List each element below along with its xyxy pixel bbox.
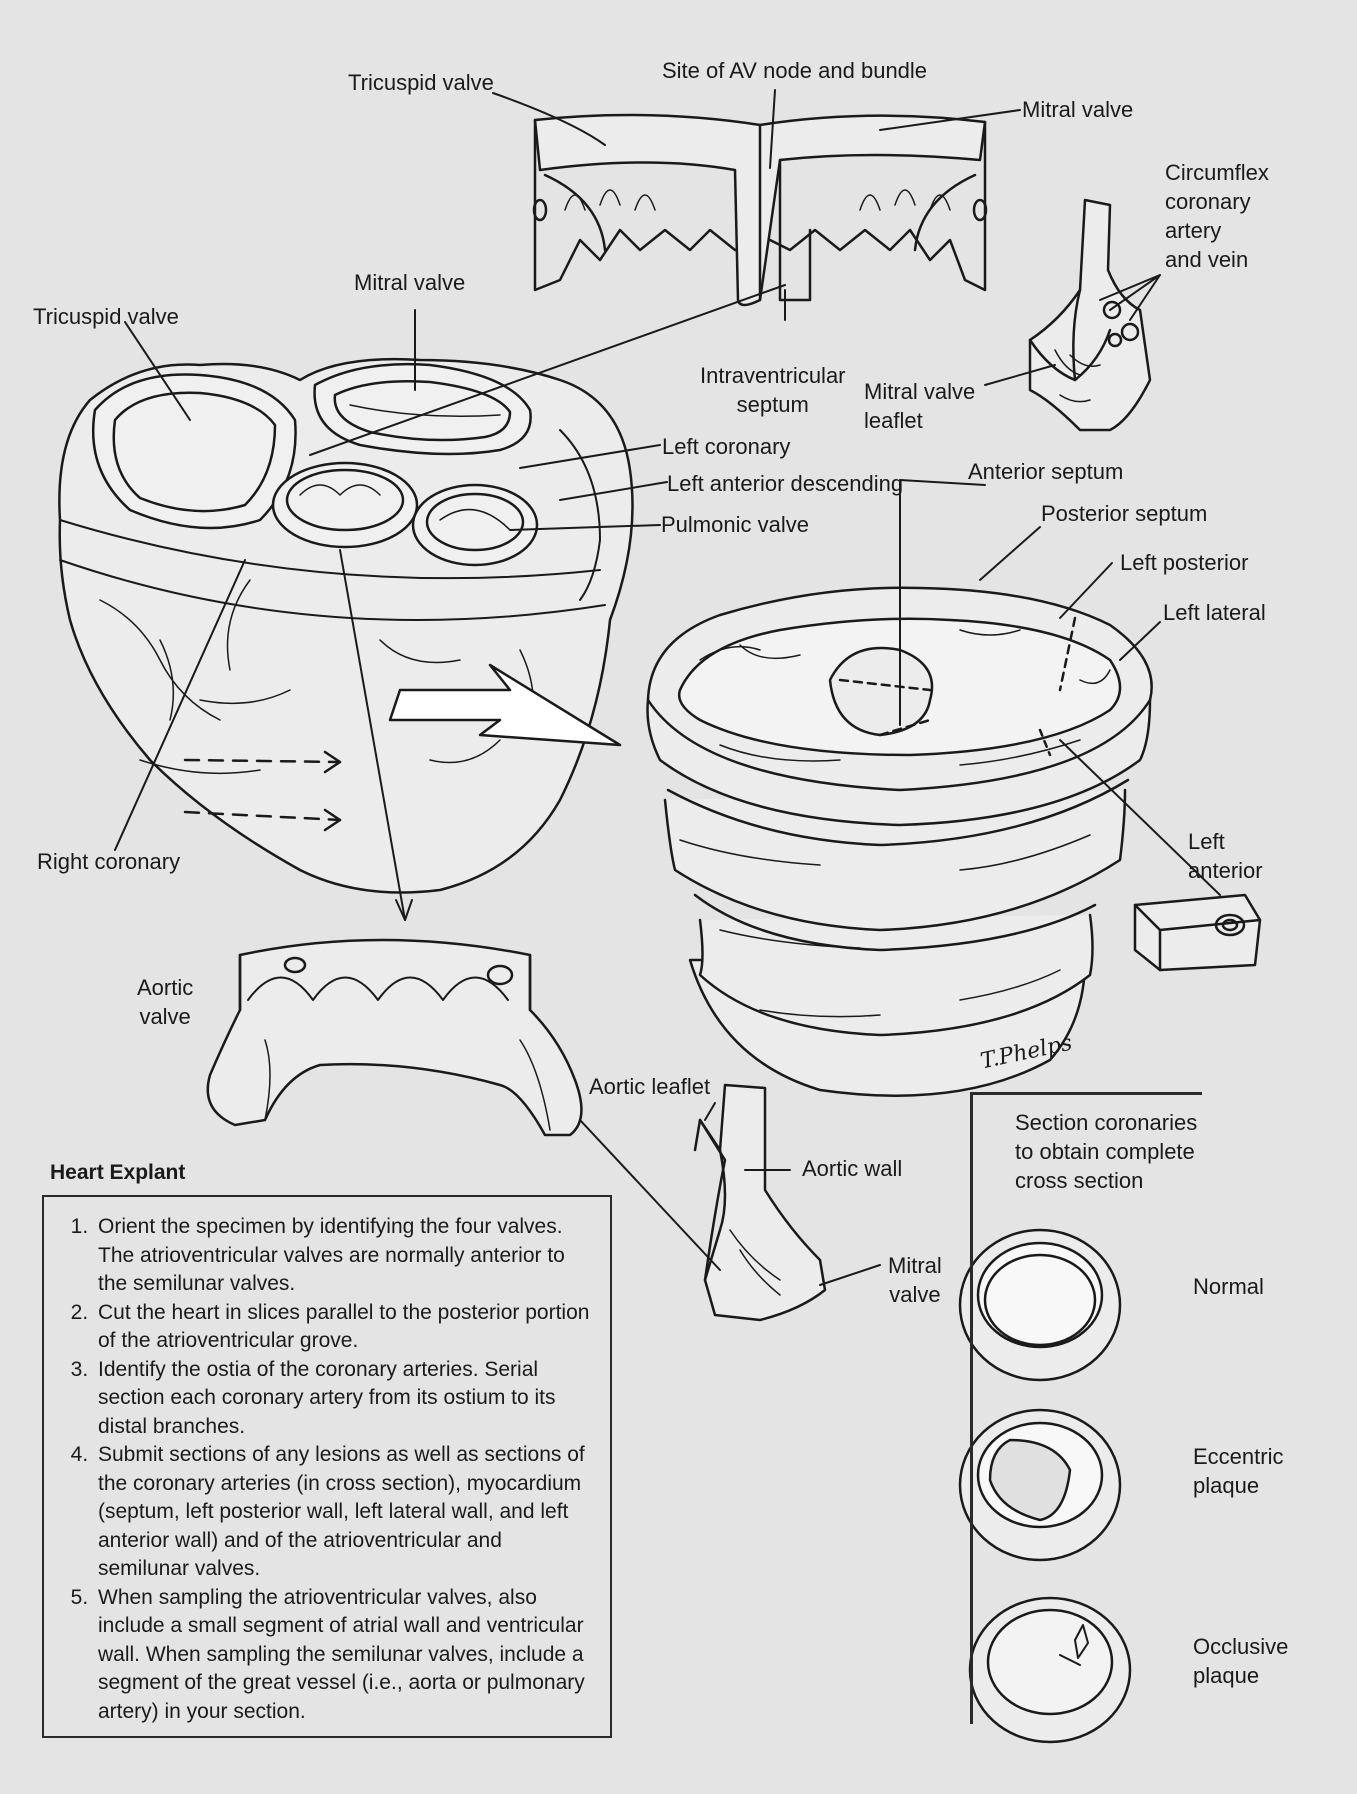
instruction-item: Identify the ostia of the coronary arter… <box>94 1356 594 1442</box>
whole-heart-illustration <box>58 357 634 894</box>
label-posterior-septum: Posterior septum <box>1041 501 1208 526</box>
av-valve-section-illustration <box>532 113 988 307</box>
label-aortic-leaflet: Aortic leaflet <box>589 1074 711 1099</box>
instructions-box: Orient the specimen by identifying the f… <box>42 1195 612 1738</box>
label-mitral-valve-leaflet: Mitral valve leaflet <box>864 379 976 433</box>
instruction-item: Submit sections of any lesions as well a… <box>94 1441 594 1584</box>
label-left-anterior: Left anterior <box>1188 829 1263 883</box>
coronary-cross-sections <box>958 1228 1132 1744</box>
label-circumflex-artery: Circumflex coronary artery and vein <box>1165 160 1269 272</box>
instructions-heading: Heart Explant <box>50 1161 186 1184</box>
aortic-mitral-leaflet-piece <box>693 1083 827 1322</box>
label-left-anterior-descending: Left anterior descending <box>667 471 904 496</box>
instructions-list: Orient the specimen by identifying the f… <box>44 1197 610 1726</box>
label-mitral-valve-mid: Mitral valve <box>354 270 466 295</box>
label-aortic-valve: Aortic valve <box>137 975 194 1029</box>
label-tricuspid-valve-mid: Tricuspid valve <box>33 304 179 329</box>
label-tricuspid-valve-top: Tricuspid valve <box>348 70 494 95</box>
label-intraventricular-septum: Intraventricular septum <box>700 363 846 417</box>
leader-lines <box>114 89 1221 1286</box>
label-right-coronary: Right coronary <box>37 849 181 874</box>
instruction-item: When sampling the atrioventricular valve… <box>94 1584 594 1727</box>
label-av-node-site: Site of AV node and bundle <box>662 58 928 83</box>
aortic-valve-section-illustration <box>206 938 583 1137</box>
label-left-coronary: Left coronary <box>662 434 791 459</box>
instruction-item: Cut the heart in slices parallel to the … <box>94 1299 594 1356</box>
label-mitral-valve-top: Mitral valve <box>1022 97 1134 122</box>
side-panel-rule-top <box>970 1092 1202 1095</box>
instruction-item: Orient the specimen by identifying the f… <box>94 1213 594 1299</box>
label-anterior-septum: Anterior septum <box>968 459 1124 484</box>
label-left-posterior: Left posterior <box>1120 550 1249 575</box>
label-mitral-valve-bottom: Mitral valve <box>888 1253 942 1307</box>
label-occlusive-plaque: Occlusive plaque <box>1193 1634 1289 1688</box>
label-left-lateral: Left lateral <box>1163 600 1266 625</box>
label-normal: Normal <box>1193 1274 1264 1299</box>
left-anterior-wall-piece <box>1133 893 1262 972</box>
side-panel-rule <box>970 1092 973 1724</box>
label-section-coronaries: Section coronaries to obtain complete cr… <box>1015 1110 1198 1193</box>
label-pulmonic-valve: Pulmonic valve <box>661 512 809 537</box>
circumflex-section-illustration <box>1028 198 1152 432</box>
label-aortic-wall: Aortic wall <box>802 1156 903 1181</box>
label-eccentric-plaque: Eccentric plaque <box>1193 1444 1284 1498</box>
